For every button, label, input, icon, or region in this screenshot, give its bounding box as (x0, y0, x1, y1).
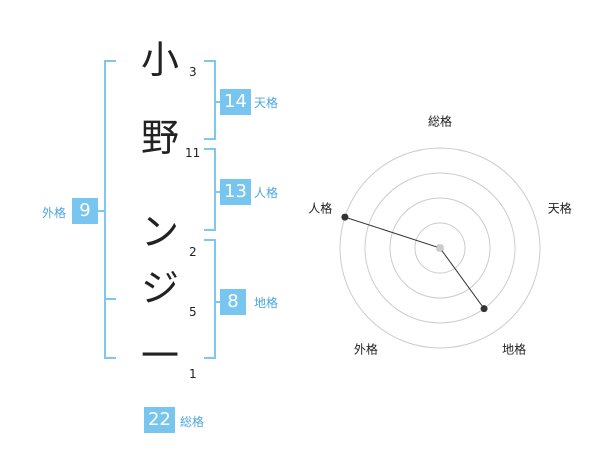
stroke-count-1: 3 (189, 65, 197, 79)
name-char-4: ジ (140, 266, 179, 310)
outer-bracket-mid (104, 298, 116, 300)
gaikaku-label: 外格 (42, 206, 67, 220)
outer-bracket-tick (97, 210, 105, 212)
tenkaku-value-badge: 14 (220, 89, 251, 115)
name-char-5: 一 (140, 334, 179, 378)
chikaku-bracket-bottom (204, 357, 216, 359)
jinkaku-bracket-top (204, 148, 216, 150)
jinkaku-label: 人格 (254, 186, 279, 200)
radar-axis-label-1: 総格 (428, 114, 452, 129)
radar-axis-label-3: 地格 (502, 341, 526, 356)
chikaku-value-badge: 8 (220, 289, 246, 315)
stroke-count-2: 11 (185, 146, 201, 160)
name-char-1: 小 (140, 38, 179, 82)
tenkaku-label: 天格 (254, 96, 279, 110)
radar-series-polygon (344, 216, 485, 309)
soukaku-value-badge: 22 (144, 407, 175, 433)
stroke-count-5: 1 (189, 367, 197, 381)
stroke-count-3: 2 (189, 245, 197, 259)
outer-bracket-spine (104, 60, 106, 359)
jinkaku-bracket-spine (214, 148, 216, 231)
name-char-2: 野 (140, 116, 179, 160)
tenkaku-bracket-top (204, 60, 216, 62)
stroke-count-4: 5 (189, 305, 197, 319)
radar-ring-4 (339, 147, 541, 349)
chikaku-label: 地格 (254, 296, 279, 310)
jinkaku-value-badge: 13 (220, 179, 251, 205)
tenkaku-bracket-bottom (204, 138, 216, 140)
radar-point-3 (480, 305, 488, 313)
radar-ring-1 (414, 222, 466, 274)
outer-bracket-bottom (104, 357, 116, 359)
radar-ring-2 (389, 197, 491, 299)
radar-center-dot (436, 244, 444, 252)
gaikaku-value-badge: 9 (72, 198, 98, 224)
radar-axis-label-4: 外格 (354, 341, 378, 356)
jinkaku-bracket-bottom (204, 229, 216, 231)
radar-point-5 (341, 213, 349, 221)
outer-bracket-top (104, 60, 116, 62)
chikaku-bracket-top (204, 239, 216, 241)
radar-axis-label-2: 天格 (548, 201, 572, 216)
tenkaku-bracket-tick (216, 101, 221, 103)
chikaku-bracket-spine (214, 239, 216, 359)
radar-axis-label-5: 人格 (308, 201, 332, 216)
jinkaku-bracket-tick (216, 191, 221, 193)
chikaku-bracket-tick (216, 301, 221, 303)
soukaku-label: 総格 (180, 415, 205, 429)
radar-ring-3 (364, 172, 516, 324)
name-char-3: ン (140, 210, 179, 254)
tenkaku-bracket-spine (214, 60, 216, 140)
